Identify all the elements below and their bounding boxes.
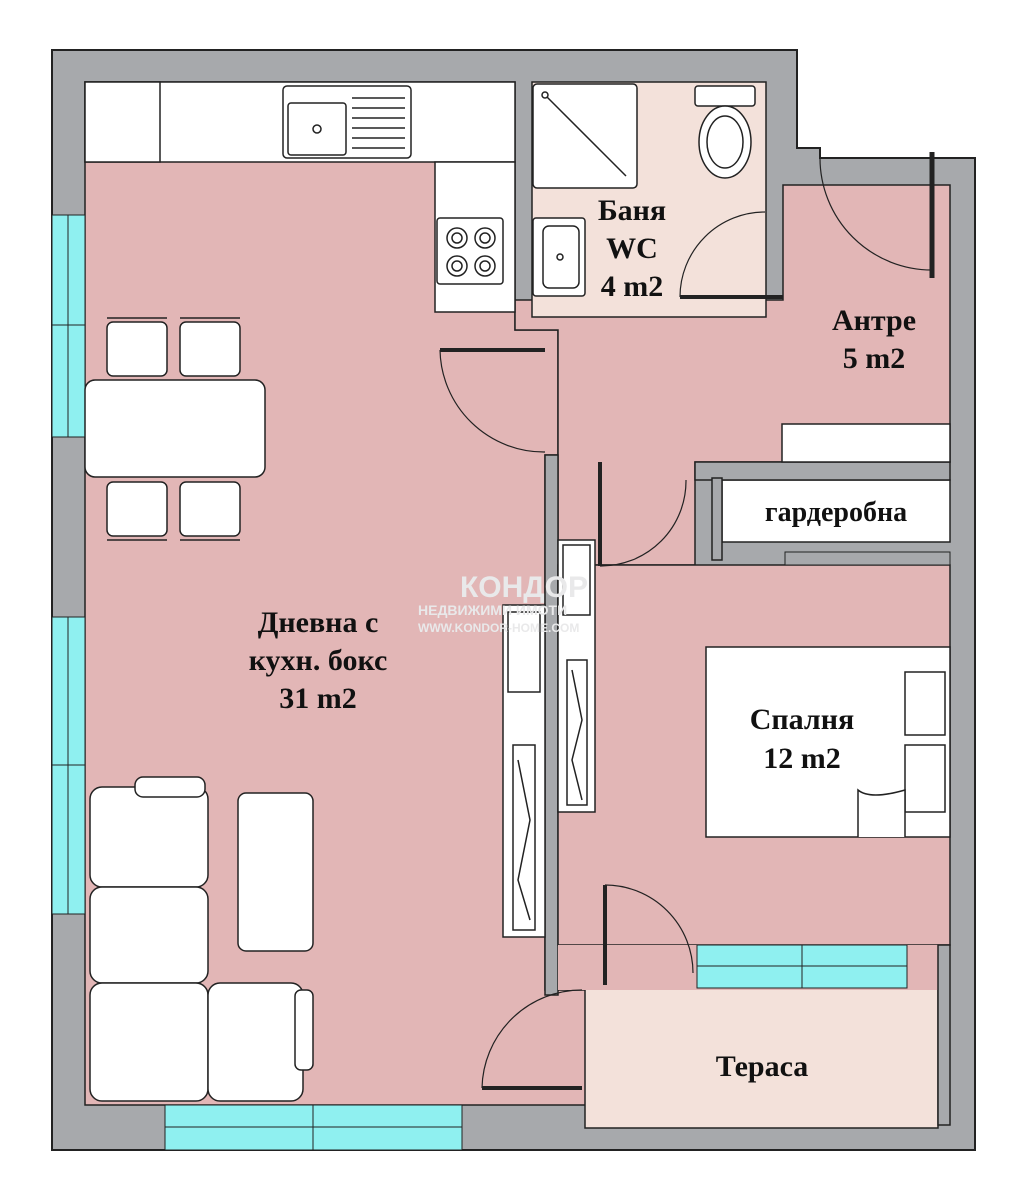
label-terrace: Тераса xyxy=(716,1050,809,1083)
doors xyxy=(439,152,935,1090)
label-bath-line2: WC xyxy=(606,232,658,265)
watermark-subtitle: НЕДВИЖИМИ ИМОТИ xyxy=(418,602,567,618)
windows xyxy=(51,214,908,1151)
watermark-brand: КОНДОР xyxy=(460,571,588,604)
label-bedroom: Спалня xyxy=(750,703,855,736)
room-labels: Дневна с кухн. бокс 31 m2 Баня WC 4 m2 А… xyxy=(249,194,916,1083)
partition-wall xyxy=(544,454,559,996)
label-hall-area: 5 m2 xyxy=(843,342,906,375)
watermark: КОНДОР НЕДВИЖИМИ ИМОТИ WWW.KONDOR-HOME.C… xyxy=(418,571,588,635)
coffee-table xyxy=(237,792,314,952)
toilet-icon xyxy=(694,85,756,179)
label-wardrobe: гардеробна xyxy=(765,497,907,528)
label-living-line1: Дневна с xyxy=(258,606,379,639)
wardrobe-floor xyxy=(721,479,951,543)
wardrobe-side-wall xyxy=(711,477,723,561)
sink-icon xyxy=(282,85,412,159)
bed xyxy=(705,646,951,838)
label-living-line2: кухн. бокс xyxy=(249,644,388,677)
stove-icon xyxy=(436,217,504,285)
terrace-floor xyxy=(584,987,939,1129)
hall-cabinet xyxy=(781,423,951,463)
bath-sink-icon xyxy=(532,217,586,297)
bedroom-top-wall xyxy=(784,551,951,566)
label-bedroom-area: 12 m2 xyxy=(763,742,841,775)
dining-set xyxy=(84,317,266,541)
label-bath-line1: Баня xyxy=(598,194,666,227)
tv-unit xyxy=(502,604,546,938)
dining-table xyxy=(84,379,266,478)
wardrobe-wall xyxy=(694,461,951,481)
label-bath-area: 4 m2 xyxy=(601,270,664,303)
shower-icon xyxy=(532,83,638,189)
terrace-side-wall xyxy=(937,944,951,1126)
label-hall: Антре xyxy=(832,304,916,337)
watermark-url: WWW.KONDOR-HOME.COM xyxy=(418,621,579,635)
sofa xyxy=(89,776,314,1102)
bedroom-tv-unit xyxy=(557,539,596,813)
label-living-area: 31 m2 xyxy=(279,682,357,715)
